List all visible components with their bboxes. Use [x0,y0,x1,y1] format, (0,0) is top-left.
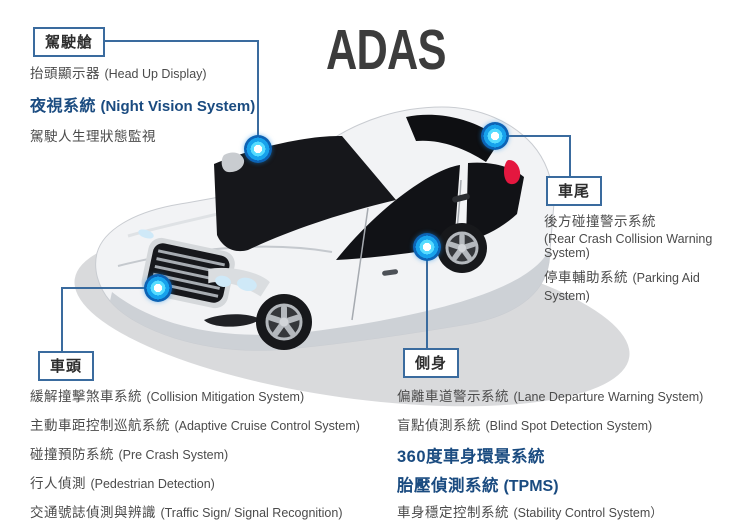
fog-intake [204,314,260,327]
cockpit-zone-label: 駕駛艙 [45,34,94,51]
side-marker-dot [413,233,441,261]
feature-item: 抬頭顯示器 (Head Up Display) [30,66,207,81]
rear-zone-box: 車尾 [546,176,603,206]
rear-feature-list: 後方碰撞警示系統 (Rear Crash Collision Warning S… [544,210,749,311]
feature-item: 碰撞預防系統 (Pre Crash System) [30,447,229,462]
feature-item: 停車輔助系統 (Parking Aid System) [544,270,700,303]
cockpit-feature-list: 抬頭顯示器 (Head Up Display) 夜視系統 (Night Visi… [30,62,255,155]
car-lower-shading [110,250,549,351]
side-feature-list: 偏離車道警示系統 (Lane Departure Warning System)… [397,385,703,530]
feature-item: 主動車距控制巡航系統 (Adaptive Cruise Control Syst… [30,418,360,433]
cockpit-connector-h [105,40,259,42]
feature-item-highlight: 360度車身環景系統 [397,448,546,466]
feature-item: 緩解撞擊煞車系統 (Collision Mitigation System) [30,389,305,404]
feature-item: 行人偵測 (Pedestrian Detection) [30,476,215,491]
headlights [208,267,270,297]
taillight [504,160,521,185]
rear-zone-label: 車尾 [558,183,591,200]
feature-item-highlight: 夜視系統 (Night Vision System) [30,98,256,115]
cockpit-zone-box: 駕駛艙 [33,27,106,57]
front-connector-h [61,287,147,289]
rear-connector-v [569,135,571,178]
rear-connector-h [503,135,571,137]
side-zone-box: 側身 [403,348,460,378]
rear-marker-dot [481,122,509,150]
rear-window [406,114,501,162]
front-zone-label: 車頭 [50,358,83,375]
feature-item: 交通號誌偵測與辨識 (Traffic Sign/ Signal Recognit… [30,505,343,520]
cockpit-marker-dot [244,135,272,163]
feature-item: 駕駛人生理狀態監視 [30,129,156,144]
cockpit-connector-v [257,40,259,140]
feature-item: 盲點偵測系統 (Blind Spot Detection System) [397,418,653,433]
front-zone-box: 車頭 [38,351,95,381]
feature-item-highlight: 胎壓偵測系統 (TPMS) [397,477,559,495]
windshield [214,135,396,252]
feature-item: 偏離車道警示系統 (Lane Departure Warning System) [397,389,704,404]
grille [141,237,235,309]
feature-item: 後方碰撞警示系統 (Rear Crash Collision Warning S… [544,214,713,260]
front-wheel [256,294,312,350]
front-feature-list: 緩解撞擊煞車系統 (Collision Mitigation System) 主… [30,385,360,530]
feature-item: 車身穩定控制系統 (Stability Control System） [397,505,663,520]
front-marker-dot [144,274,172,302]
rear-wheel [437,223,487,273]
side-connector-v [426,247,428,350]
page-title: ADAS [326,18,446,82]
side-zone-label: 側身 [415,355,448,372]
side-mirror [221,152,245,173]
front-connector-v [61,287,63,353]
